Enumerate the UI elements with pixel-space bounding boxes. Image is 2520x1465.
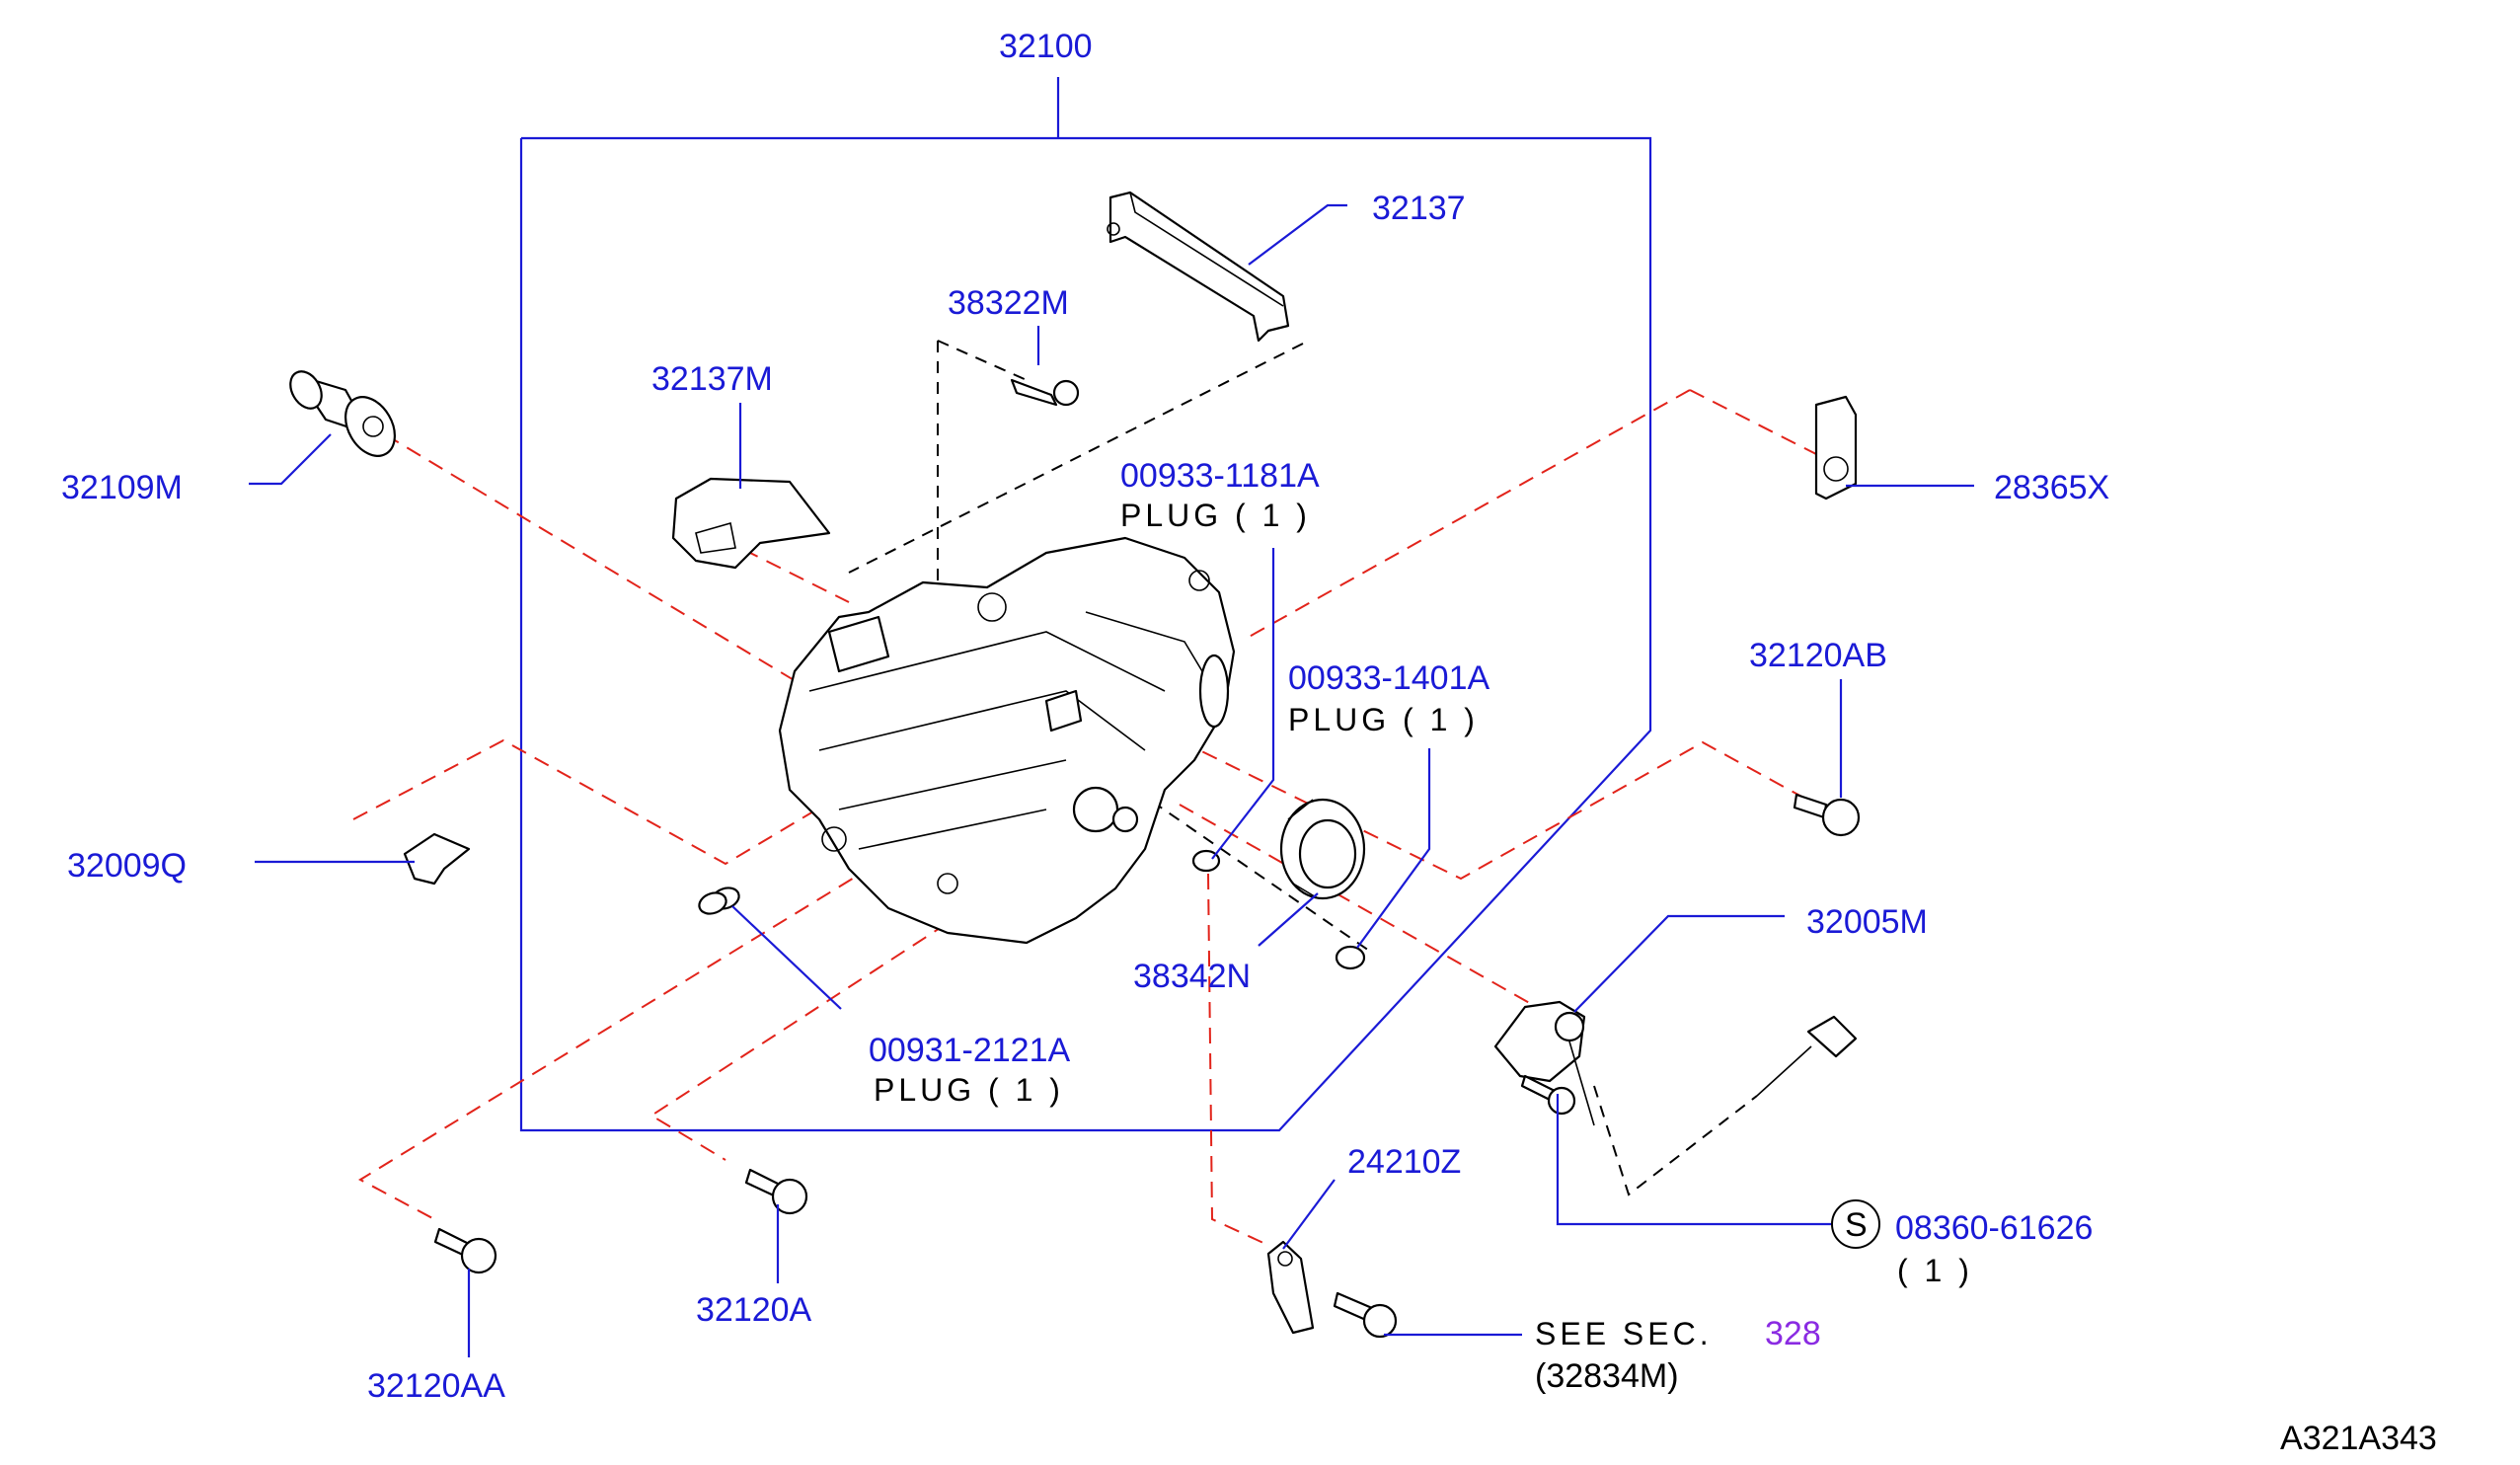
qty-08360-61626: ( 1 ) bbox=[1897, 1253, 1973, 1288]
label-32120ab[interactable]: 32120AB bbox=[1749, 637, 1887, 674]
bracket-32137-icon bbox=[1107, 191, 1290, 343]
bolt-32834m-icon bbox=[1333, 1291, 1398, 1339]
label-28365x[interactable]: 28365X bbox=[1994, 469, 2109, 506]
breather-38322m-icon bbox=[1010, 378, 1080, 407]
diagram-id: A321A343 bbox=[2280, 1420, 2437, 1457]
clip-24210z-icon bbox=[1266, 1240, 1315, 1335]
label-00933-1401a[interactable]: 00933-1401A bbox=[1288, 659, 1490, 697]
sensor-32005m-icon bbox=[1493, 1000, 1858, 1126]
bolt-32120aa-icon bbox=[433, 1227, 497, 1274]
plug-00931-icon bbox=[698, 887, 740, 915]
plug-00933-1181a-icon bbox=[1191, 849, 1221, 873]
assembly-frame bbox=[519, 77, 1652, 1132]
bolt-32120ab-icon bbox=[1793, 793, 1861, 837]
label-32100[interactable]: 32100 bbox=[999, 28, 1093, 65]
label-32109m[interactable]: 32109M bbox=[61, 469, 183, 506]
see-sec-link[interactable]: 328 bbox=[1765, 1315, 1821, 1352]
plug-00933-1401a-icon bbox=[1335, 945, 1366, 970]
desc-00933-1181a: PLUG ( 1 ) bbox=[1120, 498, 1311, 533]
clip-32009q-icon bbox=[403, 832, 471, 886]
label-32137[interactable]: 32137 bbox=[1372, 190, 1466, 227]
see-sec-text: SEE SEC. bbox=[1535, 1316, 1713, 1351]
label-32005m[interactable]: 32005M bbox=[1806, 903, 1928, 941]
screw-08360-icon bbox=[1520, 1074, 1576, 1116]
label-24210z[interactable]: 24210Z bbox=[1347, 1143, 1461, 1181]
s-symbol-circle bbox=[1831, 1199, 1880, 1249]
see-sec-part: (32834M) bbox=[1535, 1357, 1679, 1395]
label-38322m[interactable]: 38322M bbox=[948, 284, 1069, 322]
bolt-32120a-icon bbox=[744, 1168, 808, 1215]
label-32009q[interactable]: 32009Q bbox=[67, 847, 187, 885]
s-symbol: S bbox=[1845, 1206, 1868, 1244]
desc-00933-1401a: PLUG ( 1 ) bbox=[1288, 702, 1479, 737]
bracket-28365x-icon bbox=[1814, 395, 1858, 501]
label-32137m[interactable]: 32137M bbox=[651, 360, 773, 398]
label-08360-61626[interactable]: 08360-61626 bbox=[1895, 1209, 2093, 1247]
seal-32109m-icon bbox=[289, 370, 396, 457]
label-00933-1181a[interactable]: 00933-1181A bbox=[1120, 457, 1320, 495]
oil-seal-38342n-icon bbox=[1279, 798, 1366, 900]
label-00931-2121a[interactable]: 00931-2121A bbox=[869, 1032, 1071, 1069]
desc-00931-2121a: PLUG ( 1 ) bbox=[874, 1072, 1064, 1108]
label-38342n[interactable]: 38342N bbox=[1133, 958, 1251, 995]
label-32120aa[interactable]: 32120AA bbox=[367, 1367, 505, 1405]
cover-32137m-icon bbox=[671, 477, 831, 570]
label-32120a[interactable]: 32120A bbox=[696, 1291, 812, 1329]
leader-lines bbox=[249, 203, 1974, 1357]
carrier-housing bbox=[778, 536, 1236, 945]
